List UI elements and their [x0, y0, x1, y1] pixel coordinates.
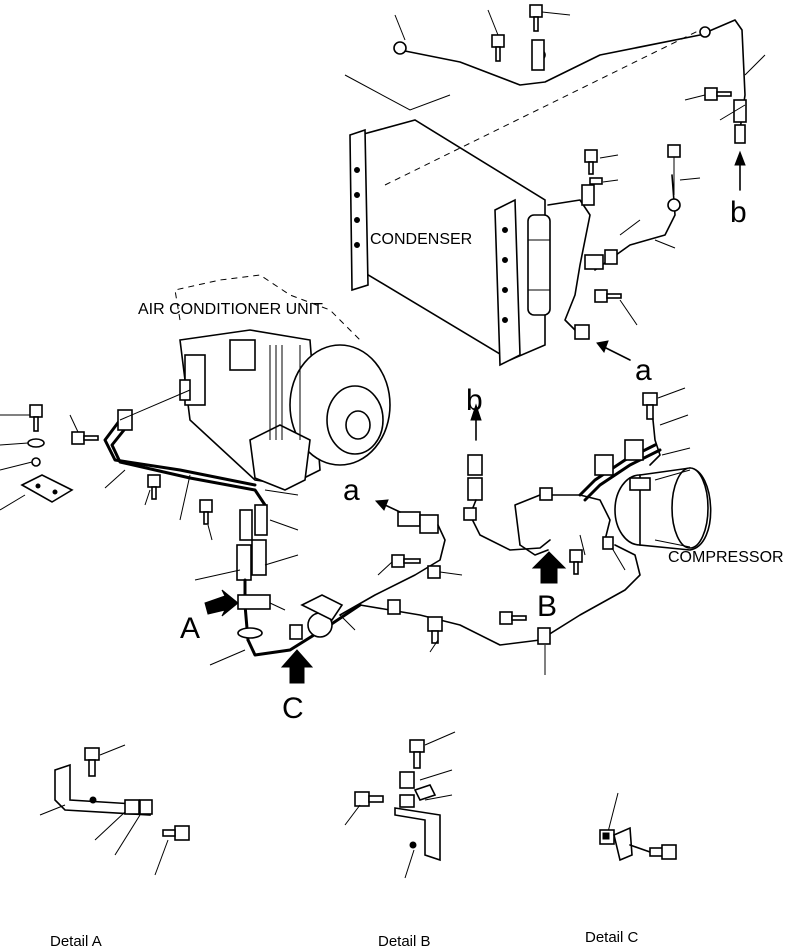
compressor-assembly: COMPRESSOR: [514, 387, 784, 575]
detail-c-label: Detail C: [585, 929, 639, 946]
detail-a-drawing: Detail A: [39, 744, 190, 948]
air-conditioner-unit-label: AIR CONDITIONER UNIT: [138, 301, 323, 318]
bolt-compressor-top: [642, 392, 658, 420]
connection-marker-b-center: b: [466, 384, 483, 417]
detail-c-drawing: Detail C: [585, 792, 677, 946]
condenser-assembly: CONDENSER: [344, 29, 701, 367]
air-conditioner-unit: AIR CONDITIONER UNIT: [138, 274, 391, 491]
connection-marker-a-left: a: [343, 474, 360, 507]
detail-b-drawing: Detail B: [344, 731, 456, 948]
connection-marker-a-top: a: [635, 354, 652, 387]
bolt-center-1: [391, 554, 421, 568]
bolt-right-low: [594, 289, 622, 303]
detail-b-bolt-1: [409, 739, 425, 769]
detail-b-label: Detail B: [378, 933, 431, 948]
center-piping: a b B: [339, 384, 641, 675]
connection-marker-b-right: b: [730, 196, 747, 229]
bolt-left-1: [29, 404, 43, 432]
bolt-left-3: [147, 474, 161, 500]
bolt-top-2: [529, 4, 543, 32]
view-marker-a: A: [180, 612, 200, 645]
detail-c-bolt: [649, 844, 677, 860]
detail-a-label: Detail A: [50, 933, 102, 948]
condenser-liquid-pipe: a: [547, 144, 701, 387]
bolt-left-2: [71, 431, 99, 445]
bolt-right-mid: [584, 149, 598, 175]
bolt-compressor-low: [569, 549, 583, 575]
bolt-center-2: [427, 616, 443, 644]
view-marker-c: C: [282, 692, 304, 725]
detail-a-bolt-2: [162, 825, 190, 841]
detail-b-bolt-2: [354, 791, 384, 807]
condenser-discharge-pipe: b: [393, 4, 766, 229]
bolt-center-3: [499, 611, 527, 625]
view-marker-b: B: [537, 590, 557, 623]
condenser-label: CONDENSER: [370, 231, 472, 248]
left-piping: A C: [0, 379, 362, 725]
compressor-label: COMPRESSOR: [668, 549, 784, 566]
bolt-top-1: [491, 34, 505, 62]
bolt-right-top: [704, 87, 732, 101]
detail-a-bolt: [84, 747, 100, 777]
bolt-left-4: [199, 499, 213, 525]
